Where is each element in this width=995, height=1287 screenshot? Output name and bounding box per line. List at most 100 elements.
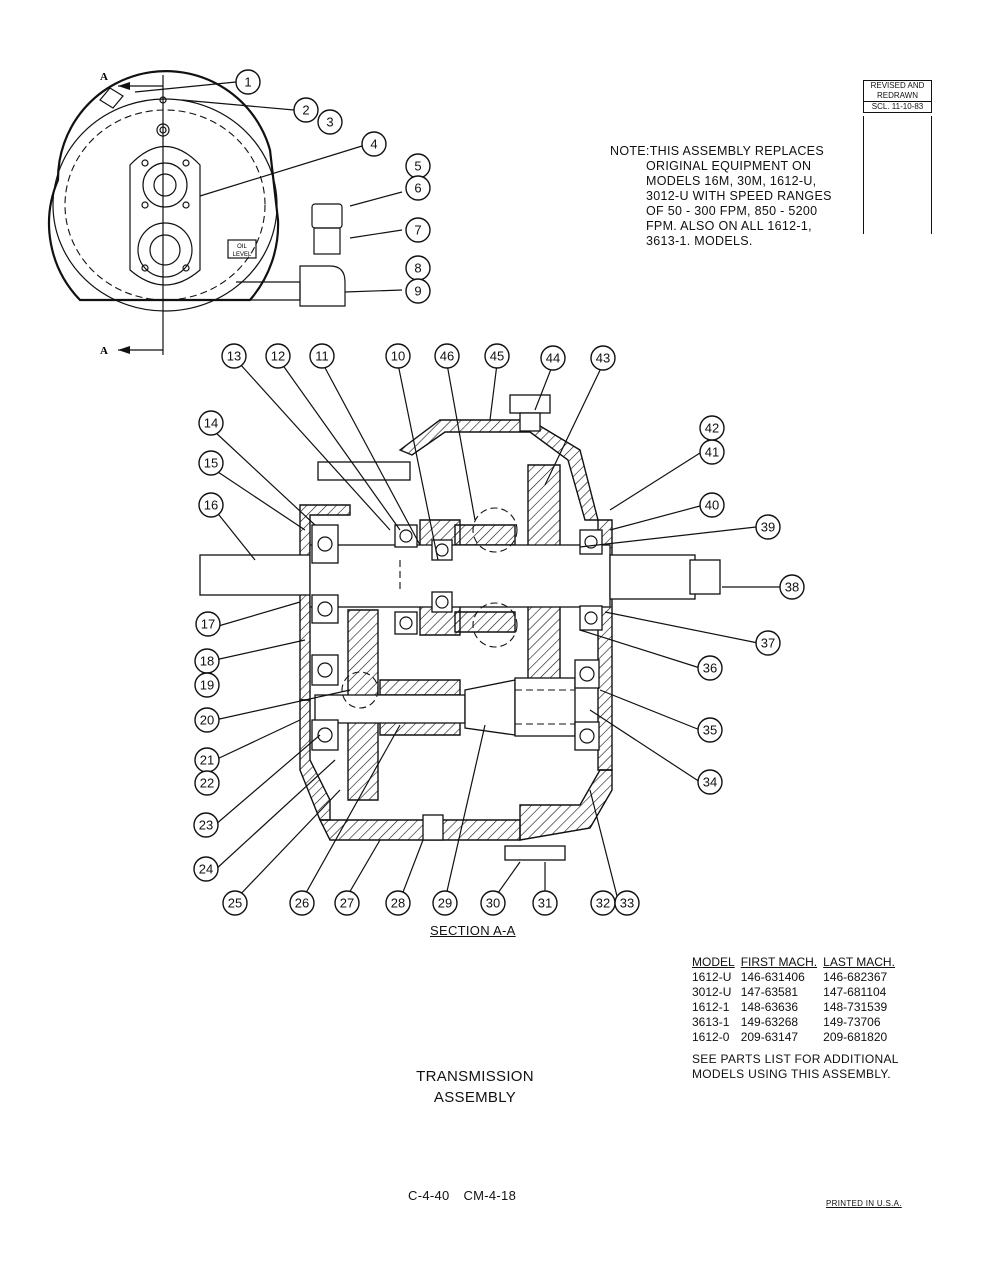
callout-8: 8 <box>405 255 431 281</box>
table-cell: 1612-0 <box>692 1030 730 1044</box>
callout-17: 17 <box>195 611 221 637</box>
callout-23: 23 <box>193 812 219 838</box>
svg-text:1: 1 <box>244 75 251 90</box>
callout-14: 14 <box>198 410 224 436</box>
callout-12: 12 <box>265 343 291 369</box>
svg-text:6: 6 <box>414 181 421 196</box>
table-row: 3012-U 147-63581 147-681104 <box>692 985 901 1000</box>
callout-3: 3 <box>317 109 343 135</box>
svg-text:46: 46 <box>440 349 454 364</box>
svg-text:36: 36 <box>703 661 717 676</box>
svg-text:19: 19 <box>200 678 214 693</box>
note-line: 3012-U WITH SPEED RANGES <box>646 189 832 203</box>
title-line-2: ASSEMBLY <box>433 1089 517 1106</box>
callout-39: 39 <box>755 514 781 540</box>
callout-38: 38 <box>779 574 805 600</box>
callout-9: 9 <box>405 278 431 304</box>
see-parts-note: SEE PARTS LIST FOR ADDITIONAL MODELS USI… <box>692 1052 899 1081</box>
note-line: FPM. ALSO ON ALL 1612-1, <box>646 219 812 233</box>
svg-text:16: 16 <box>204 498 218 513</box>
svg-text:42: 42 <box>705 421 719 436</box>
printed-in-usa: PRINTED IN U.S.A. <box>826 1199 902 1208</box>
table-row: 1612-0 209-63147 209-681820 <box>692 1030 901 1045</box>
svg-text:38: 38 <box>785 580 799 595</box>
callout-10: 10 <box>385 343 411 369</box>
svg-text:14: 14 <box>204 416 218 431</box>
column-header-last-mach: LAST MACH. <box>823 955 895 969</box>
table-row: 1612-U 146-631406 146-682367 <box>692 970 901 985</box>
svg-text:24: 24 <box>199 862 213 877</box>
note-line: MODELS 16M, 30M, 1612-U, <box>646 174 817 188</box>
table-cell: 209-63147 <box>740 1030 799 1044</box>
table-cell: 1612-U <box>692 970 732 984</box>
table-cell: 1612-1 <box>692 1000 730 1014</box>
svg-text:8: 8 <box>414 261 421 276</box>
callout-5: 5 <box>405 153 431 179</box>
svg-text:9: 9 <box>414 284 421 299</box>
drawing-title: TRANSMISSION ASSEMBLY <box>400 1066 550 1108</box>
svg-text:30: 30 <box>486 896 500 911</box>
note-line: OF 50 - 300 FPM, 850 - 5200 <box>646 204 818 218</box>
top-view-leaders <box>134 81 403 293</box>
revision-line-1: REVISED AND <box>870 81 925 90</box>
callout-18: 18 <box>194 648 220 674</box>
svg-text:23: 23 <box>199 818 213 833</box>
table-header-row: MODEL FIRST MACH. LAST MACH. <box>692 955 901 970</box>
callout-36: 36 <box>697 655 723 681</box>
models-table: MODEL FIRST MACH. LAST MACH. 1612-U 146-… <box>692 955 901 1045</box>
column-header-model: MODEL <box>692 955 735 969</box>
svg-text:37: 37 <box>761 636 775 651</box>
callout-35: 35 <box>697 717 723 743</box>
callout-33: 33 <box>614 890 640 916</box>
svg-text:31: 31 <box>538 896 552 911</box>
svg-text:43: 43 <box>596 351 610 366</box>
callout-32: 32 <box>590 890 616 916</box>
svg-text:18: 18 <box>200 654 214 669</box>
table-cell: 147-63581 <box>740 985 799 999</box>
svg-text:10: 10 <box>391 349 405 364</box>
table-cell: 148-63636 <box>740 1000 799 1014</box>
callout-29: 29 <box>432 890 458 916</box>
table-cell: 147-681104 <box>823 985 887 999</box>
callout-6: 6 <box>405 175 431 201</box>
callout-30: 30 <box>480 890 506 916</box>
callout-28: 28 <box>385 890 411 916</box>
table-cell: 3613-1 <box>692 1015 730 1029</box>
callout-41: 41 <box>699 439 725 465</box>
revision-line-2: REDRAWN <box>876 91 919 100</box>
svg-text:26: 26 <box>295 896 309 911</box>
table-cell: 146-631406 <box>740 970 805 984</box>
title-line-1: TRANSMISSION <box>416 1068 534 1085</box>
section-leaders <box>214 363 780 901</box>
revision-block-column <box>863 116 932 234</box>
table-row: 3613-1 149-63268 149-73706 <box>692 1015 901 1030</box>
svg-text:27: 27 <box>340 896 354 911</box>
callout-21: 21 <box>194 747 220 773</box>
callout-37: 37 <box>755 630 781 656</box>
callout-42: 42 <box>699 415 725 441</box>
level-label: LEVEL <box>233 252 252 258</box>
table-row: 1612-1 148-63636 148-731539 <box>692 1000 901 1015</box>
callout-45: 45 <box>484 343 510 369</box>
svg-text:39: 39 <box>761 520 775 535</box>
callout-34: 34 <box>697 769 723 795</box>
section-view <box>199 394 721 861</box>
svg-text:33: 33 <box>620 896 634 911</box>
callout-26: 26 <box>289 890 315 916</box>
svg-text:11: 11 <box>315 349 329 364</box>
svg-text:29: 29 <box>438 896 452 911</box>
table-cell: 209-681820 <box>823 1030 888 1044</box>
section-marker-top: A <box>100 71 108 83</box>
svg-text:44: 44 <box>546 351 560 366</box>
oil-label: OIL <box>237 244 247 250</box>
table-cell: 3012-U <box>692 985 732 999</box>
callout-11: 11 <box>309 343 335 369</box>
svg-text:22: 22 <box>200 776 214 791</box>
callout-20: 20 <box>194 707 220 733</box>
table-cell: 149-63268 <box>740 1015 799 1029</box>
callout-27: 27 <box>334 890 360 916</box>
callout-15: 15 <box>198 450 224 476</box>
svg-text:35: 35 <box>703 723 717 738</box>
callout-19: 19 <box>194 672 220 698</box>
